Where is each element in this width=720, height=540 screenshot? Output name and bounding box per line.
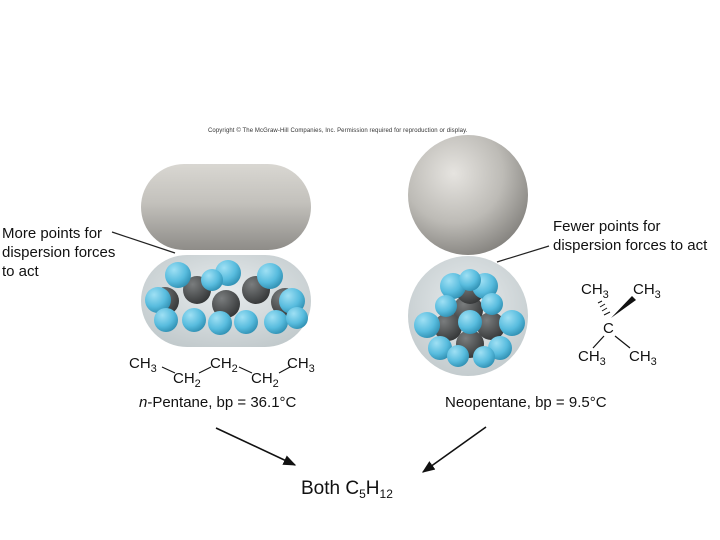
n-pentane-surface-shape (141, 164, 311, 250)
right-arrow (421, 426, 487, 473)
formula-ch2-3: CH2 (251, 370, 279, 390)
more-points-note-line-2: dispersion forces (2, 244, 116, 261)
left-arrow (215, 427, 297, 466)
copyright-notice: Copyright © The McGraw-Hill Companies, I… (208, 128, 468, 134)
formula-ch3-bottom-left: CH3 (578, 348, 606, 368)
fewer-points-note-line-2: dispersion forces to act (553, 237, 708, 254)
fewer-points-note: Fewer points for dispersion forces to ac… (553, 217, 707, 255)
shared-formula-caption: Both C5H12 (301, 478, 393, 501)
right-note-pointer-line (496, 245, 550, 263)
n-pentane-space-filling-model (141, 255, 311, 347)
formula-ch3-top-right: CH3 (633, 281, 661, 301)
caption-prefix: Both C (301, 478, 360, 499)
formula-ch3-top-left: CH3 (581, 281, 609, 301)
formula-c-center: C (603, 320, 614, 337)
neopentane-space-filling-model (408, 256, 528, 376)
caption-hydrogen-count: 12 (379, 487, 393, 501)
n-pentane-label-prefix: n (139, 394, 148, 411)
formula-ch2-2: CH2 (210, 355, 238, 375)
formula-ch3-left: CH3 (129, 355, 157, 375)
caption-hydrogen: H (365, 478, 380, 499)
caption-carbon-count: 5 (359, 487, 366, 501)
formula-ch3-bottom-right: CH3 (629, 348, 657, 368)
n-pentane-label: n-Pentane, bp = 36.1°C (139, 394, 296, 411)
n-pentane-label-rest: -Pentane, bp = 36.1°C (147, 394, 297, 411)
n-pentane-structural-formula: CH3 CH2 CH2 CH2 CH3 (129, 355, 315, 390)
more-points-note-line-1: More points for (2, 225, 103, 242)
neopentane-structural-formula: CH3 CH3 C CH3 CH3 (578, 281, 661, 368)
left-note-pointer-line (111, 231, 176, 254)
fewer-points-note-line-1: Fewer points for (553, 218, 661, 235)
formula-ch2-1: CH2 (173, 370, 201, 390)
neopentane-surface-shape (408, 135, 528, 255)
formula-ch3-right: CH3 (287, 355, 315, 375)
more-points-note-line-3: to act (2, 263, 39, 280)
formula-ch3-left-text: CH (129, 355, 151, 372)
neopentane-label: Neopentane, bp = 9.5°C (445, 394, 607, 411)
more-points-note: More points for dispersion forces to act (2, 224, 115, 281)
